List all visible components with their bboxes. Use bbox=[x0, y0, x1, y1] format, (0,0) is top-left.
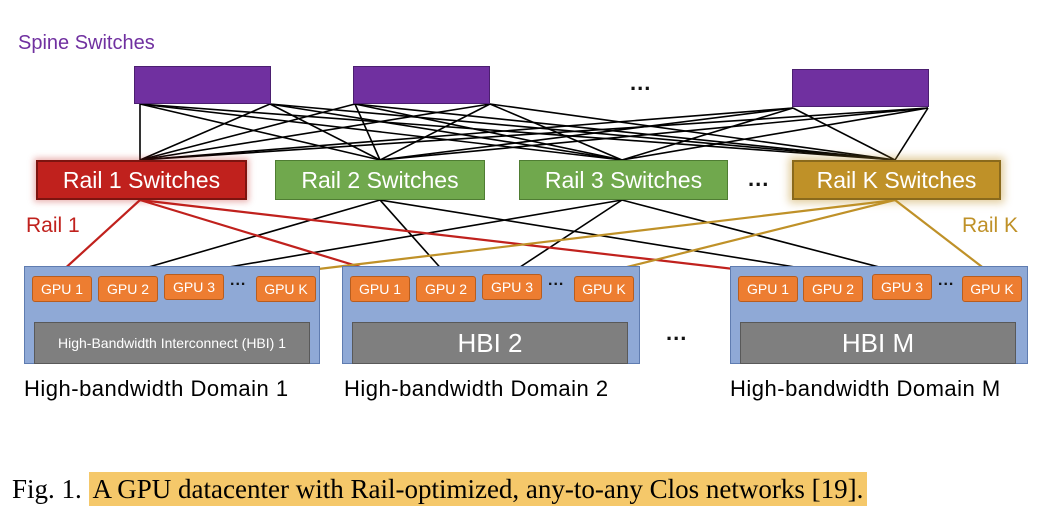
gpu-box: GPU 1 bbox=[32, 276, 92, 302]
rail-k-links bbox=[284, 198, 991, 275]
hbi-box: High-Bandwidth Interconnect (HBI) 1 bbox=[34, 322, 310, 364]
gpu-box: GPU 2 bbox=[98, 276, 158, 302]
rail-gpu-links bbox=[127, 199, 903, 274]
domain-label: High-bandwidth Domain 2 bbox=[344, 376, 609, 401]
gpu-box: GPU 3 bbox=[482, 274, 542, 300]
domain-label: High-bandwidth Domain M bbox=[730, 376, 1001, 401]
hbi-box: HBI M bbox=[740, 322, 1016, 364]
gpu-box: GPU K bbox=[256, 276, 316, 302]
spine-rail-links bbox=[139, 103, 929, 161]
spine-title: Spine Switches bbox=[18, 32, 155, 54]
gpu-box: GPU K bbox=[962, 276, 1022, 302]
gpu-box: GPU 1 bbox=[350, 276, 410, 302]
gpu-box: GPU 3 bbox=[872, 274, 932, 300]
spine-switch bbox=[792, 69, 929, 107]
rail-ellipsis: ... bbox=[748, 166, 770, 191]
spine-switch bbox=[353, 66, 490, 104]
spine-switch bbox=[134, 66, 271, 104]
domain-label: High-bandwidth Domain 1 bbox=[24, 376, 289, 401]
caption-text: A GPU datacenter with Rail-optimized, an… bbox=[88, 472, 868, 506]
gpu-box: GPU 2 bbox=[803, 276, 863, 302]
gpu-ellipsis: ... bbox=[938, 272, 955, 289]
hbi-box: HBI 2 bbox=[352, 322, 628, 364]
rail-1-switches: Rail 1 Switches bbox=[36, 160, 247, 200]
caption-prefix: Fig. 1. bbox=[12, 474, 82, 504]
gpu-box: GPU K bbox=[574, 276, 634, 302]
gpu-box: GPU 1 bbox=[738, 276, 798, 302]
rail-2-switches: Rail 2 Switches bbox=[275, 160, 485, 200]
gpu-ellipsis: ... bbox=[548, 272, 565, 289]
rail-1-label: Rail 1 bbox=[26, 214, 80, 237]
rail-k-switches: Rail K Switches bbox=[792, 160, 1001, 200]
spine-ellipsis: ... bbox=[630, 70, 652, 95]
rail-k-label: Rail K bbox=[962, 214, 1019, 237]
gpu-box: GPU 2 bbox=[416, 276, 476, 302]
figure-caption: Fig. 1. A GPU datacenter with Rail-optim… bbox=[12, 472, 868, 506]
rail-3-switches: Rail 3 Switches bbox=[519, 160, 728, 200]
rail-1-links bbox=[59, 198, 769, 275]
domains-ellipsis: ... bbox=[666, 320, 688, 345]
gpu-box: GPU 3 bbox=[164, 274, 224, 300]
gpu-ellipsis: ... bbox=[230, 272, 247, 289]
